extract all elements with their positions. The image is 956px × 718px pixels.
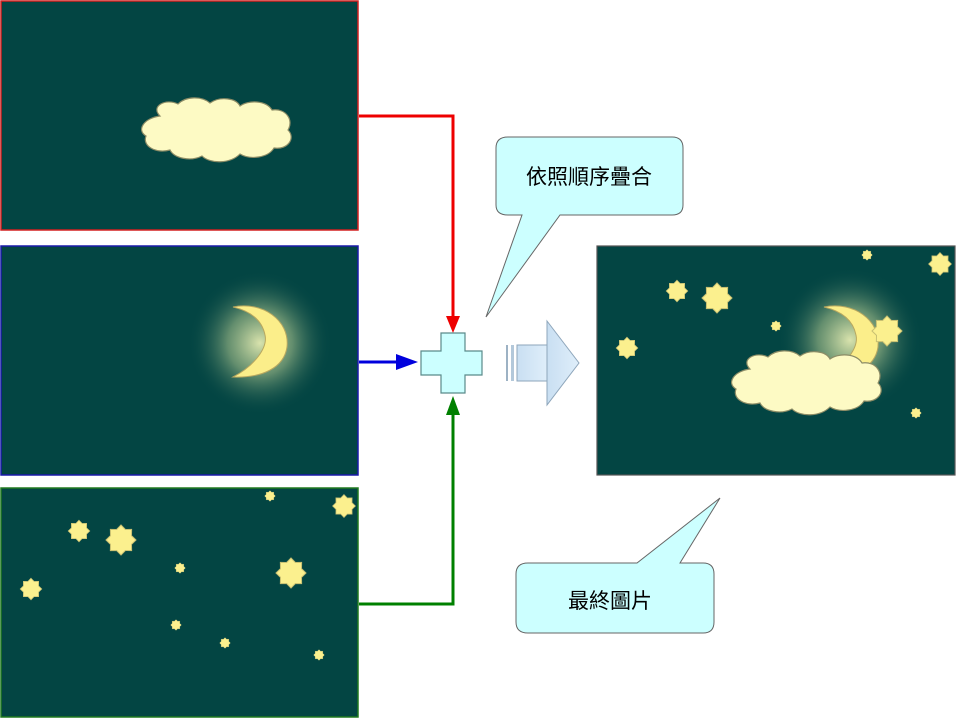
star	[313, 649, 325, 661]
star	[67, 519, 91, 543]
star	[332, 494, 356, 518]
star	[861, 249, 873, 261]
plus-icon	[420, 332, 483, 394]
star	[174, 562, 186, 574]
star	[665, 279, 689, 303]
star	[264, 490, 276, 502]
star	[701, 282, 733, 314]
combine-label: 依照順序疊合	[526, 165, 652, 189]
moon-layer-panel	[0, 245, 359, 476]
combine-callout: 依照順序疊合	[485, 136, 684, 318]
blue-arrowhead	[396, 354, 418, 370]
connector-arrows	[359, 114, 460, 606]
result-callout: 最終圖片	[515, 497, 721, 634]
star	[928, 252, 952, 276]
star	[19, 577, 43, 601]
red-arrowhead	[446, 316, 460, 333]
result-label: 最終圖片	[568, 589, 652, 613]
cloud-layer-panel	[0, 0, 359, 231]
star	[105, 524, 137, 556]
green-connector	[359, 410, 455, 606]
right-arrow-icon	[506, 319, 580, 407]
star	[275, 557, 307, 589]
moon-crescent	[231, 305, 288, 378]
star	[170, 619, 182, 631]
star	[770, 320, 782, 332]
moon-glow	[188, 271, 332, 415]
final-image-panel	[596, 245, 956, 476]
red-connector	[359, 114, 455, 320]
stars-layer-panel	[0, 487, 359, 718]
star	[219, 637, 231, 649]
green-arrowhead	[446, 396, 460, 415]
star	[871, 315, 903, 347]
star	[910, 407, 922, 419]
star	[615, 336, 639, 360]
